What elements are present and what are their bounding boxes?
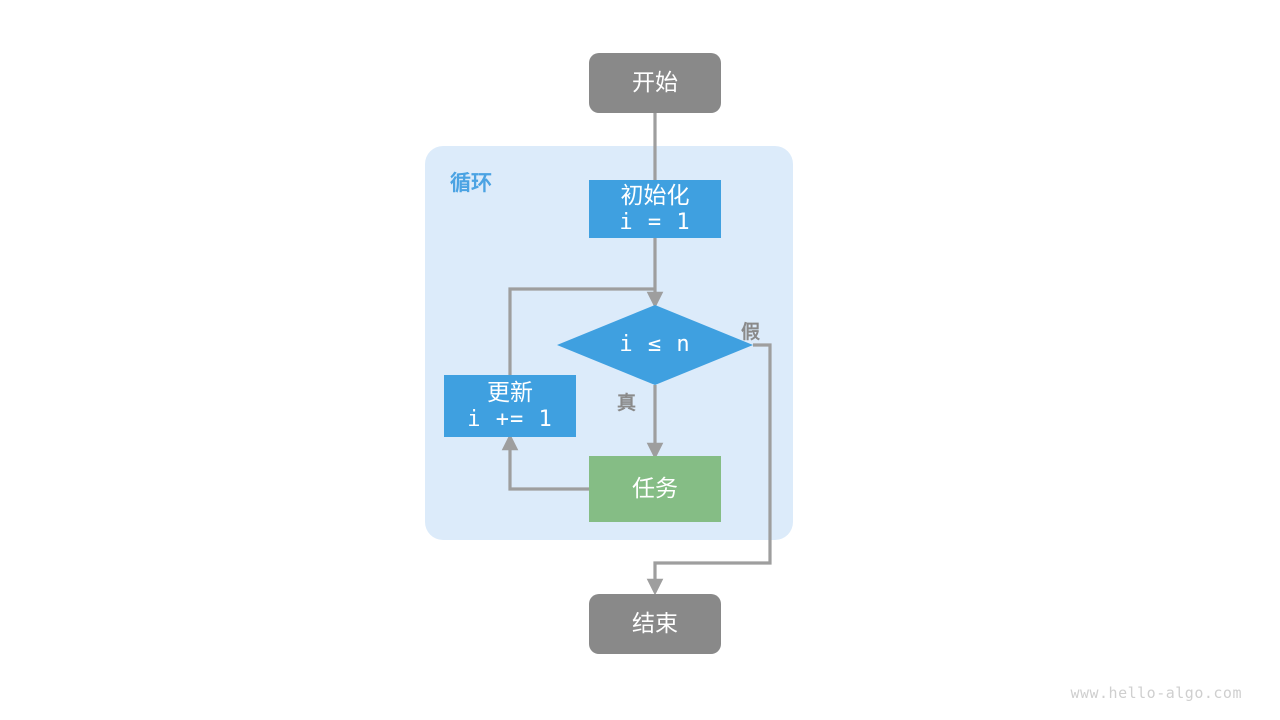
edge-label-true: 真: [617, 393, 637, 414]
condition-node-shape[interactable]: [557, 305, 753, 385]
edge-update-to-condition: [508, 287, 655, 375]
task-node-shape[interactable]: [589, 456, 721, 522]
update-node-shape[interactable]: [444, 375, 576, 437]
edge-task-to-update: [501, 433, 589, 491]
end-node-shape[interactable]: [589, 594, 721, 654]
start-node-shape[interactable]: [589, 53, 721, 113]
edge-label-false: 假: [741, 322, 761, 343]
edge-condition-false-to-end: [646, 343, 772, 596]
loop-container-label: 循环: [450, 172, 492, 195]
watermark: www.hello-algo.com: [1070, 684, 1242, 702]
init-node-shape[interactable]: [589, 180, 721, 238]
